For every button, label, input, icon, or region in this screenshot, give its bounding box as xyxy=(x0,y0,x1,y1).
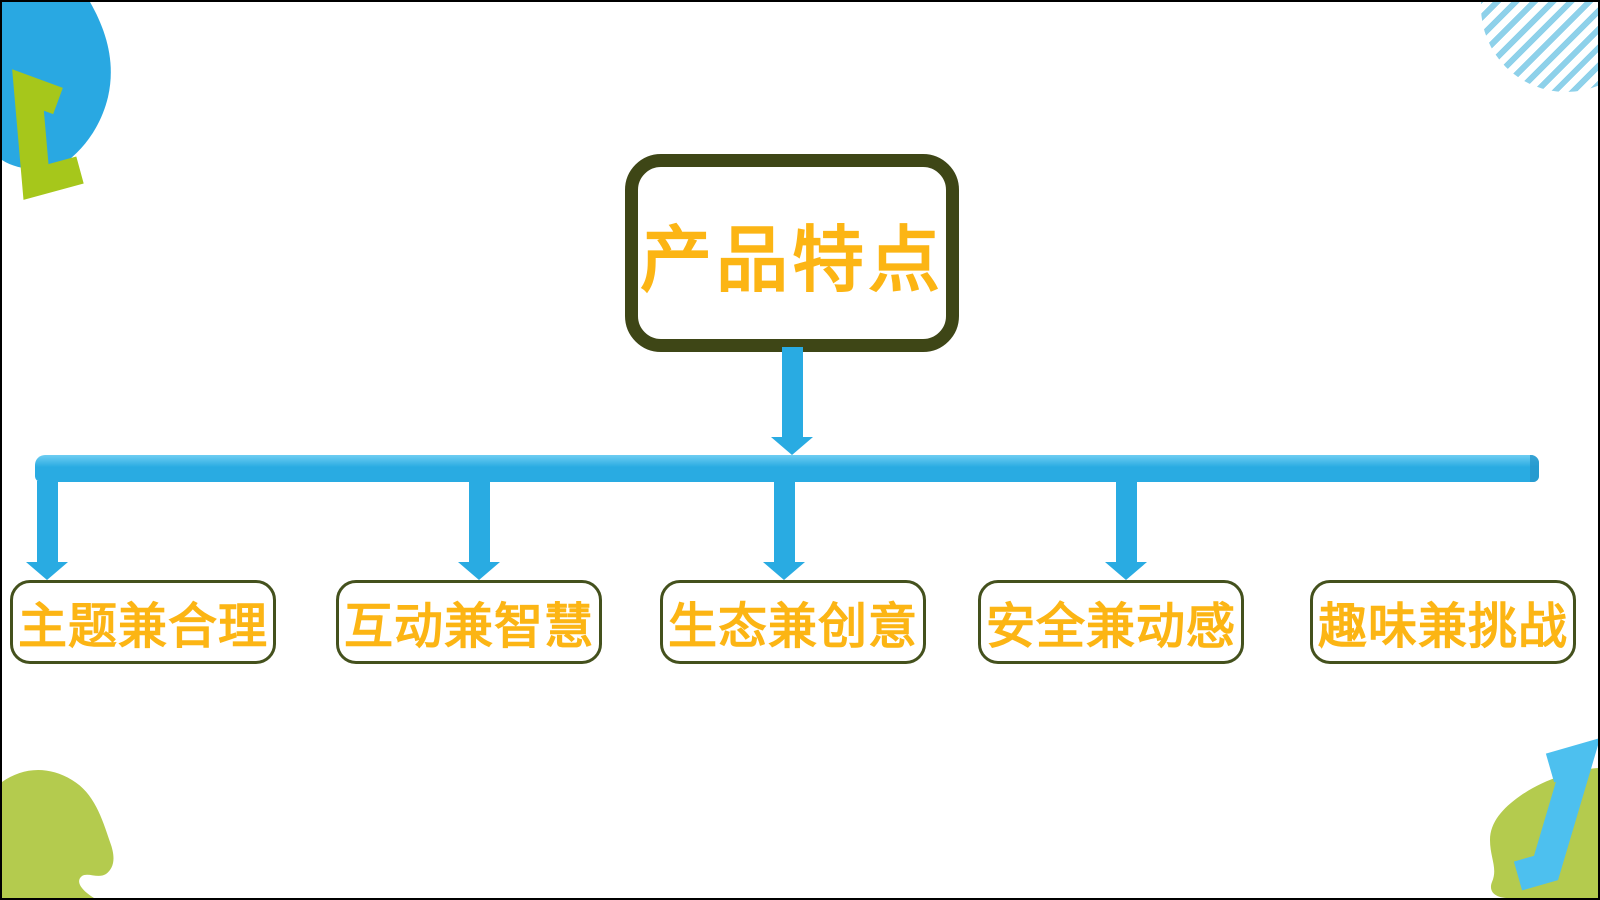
arrow-head-icon xyxy=(458,562,500,580)
arrow-head-icon xyxy=(763,562,805,580)
striped-circle-icon xyxy=(1481,2,1598,92)
arrow-shaft xyxy=(1115,481,1137,562)
diagram-child-label: 趣味兼挑战 xyxy=(1317,598,1568,654)
green-bracket-icon xyxy=(12,69,84,200)
diagram-child-node-1: 主题兼合理 xyxy=(10,580,276,664)
connector-arrow-child-1 xyxy=(26,481,68,580)
connector-arrow-child-2 xyxy=(458,481,500,580)
connector-bus-bar xyxy=(35,455,1539,482)
arrow-head-icon xyxy=(26,562,68,580)
diagram-child-label: 主题兼合理 xyxy=(17,598,268,654)
diagram-child-node-3: 生态兼创意 xyxy=(660,580,926,664)
arrow-shaft xyxy=(468,481,490,562)
blue-bracket-icon xyxy=(1513,738,1598,891)
green-blob-icon xyxy=(2,770,114,898)
connector-arrow-child-3 xyxy=(763,481,805,580)
arrow-head-icon xyxy=(771,437,813,455)
diagram-child-node-5: 趣味兼挑战 xyxy=(1310,580,1576,664)
arrow-shaft xyxy=(36,481,58,562)
arrow-shaft xyxy=(781,347,803,437)
connector-arrow-root xyxy=(771,347,813,455)
diagram-child-node-4: 安全兼动感 xyxy=(978,580,1244,664)
diagram-child-label: 生态兼创意 xyxy=(667,598,918,654)
connector-arrow-child-4 xyxy=(1105,481,1147,580)
green-blob-icon xyxy=(1490,768,1598,898)
arrow-shaft xyxy=(773,481,795,562)
diagram-root-label: 产品特点 xyxy=(639,220,944,301)
diagram-child-label: 互动兼智慧 xyxy=(343,598,594,654)
diagram-child-label: 安全兼动感 xyxy=(985,598,1236,654)
blue-blob-icon xyxy=(2,2,111,170)
arrow-head-icon xyxy=(1105,562,1147,580)
diagram-root-node: 产品特点 xyxy=(625,154,959,352)
diagram-child-node-2: 互动兼智慧 xyxy=(336,580,602,664)
